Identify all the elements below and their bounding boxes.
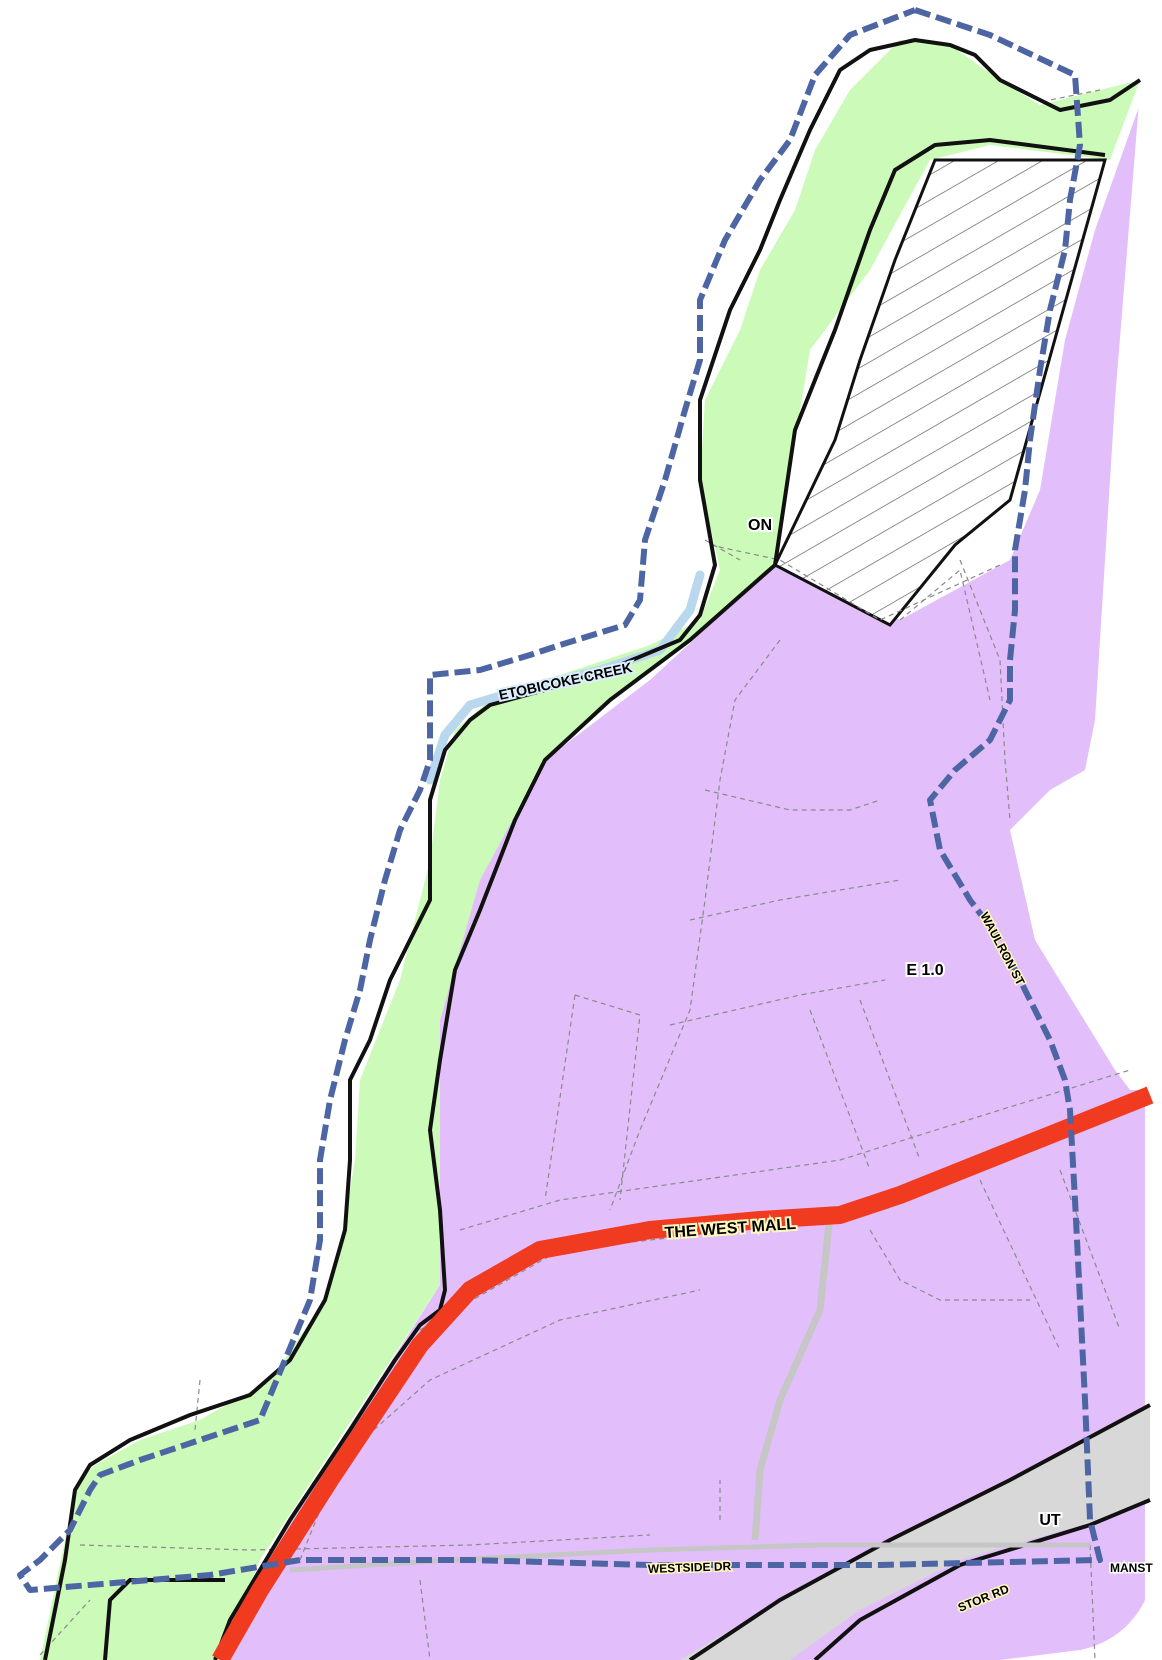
street-label-westside-dr: WESTSIDE DR — [648, 1559, 732, 1576]
street-label-manstor: MANST — [1110, 1561, 1153, 1575]
zone-code-employment: E 1.0 — [906, 962, 943, 979]
the-west-mall-road — [212, 1086, 1154, 1660]
map-edge-notch — [1010, 0, 1162, 1090]
zone-label-ut: UT — [1037, 1510, 1063, 1531]
parcel-lines — [39, 89, 1131, 1660]
zone-code-utility: UT — [1039, 1512, 1061, 1529]
employment-zone-area-east[interactable] — [700, 830, 1145, 1660]
zone-label-on: ON — [746, 515, 774, 536]
minor-road-westside — [289, 1542, 1090, 1573]
rail-line — [688, 1403, 1151, 1660]
etobicoke-creek — [425, 570, 705, 785]
zone-label-e: E 1.0 — [904, 960, 945, 981]
zone-code-on: ON — [748, 517, 772, 534]
hatched-parcel[interactable] — [773, 158, 1107, 627]
employment-zone-area[interactable] — [200, 90, 1145, 1660]
study-area-boundary — [17, 7, 1103, 1593]
minor-road — [751, 1214, 834, 1541]
open-space-zone-area[interactable] — [40, 40, 1140, 1660]
rail-line-south — [813, 1498, 1151, 1660]
